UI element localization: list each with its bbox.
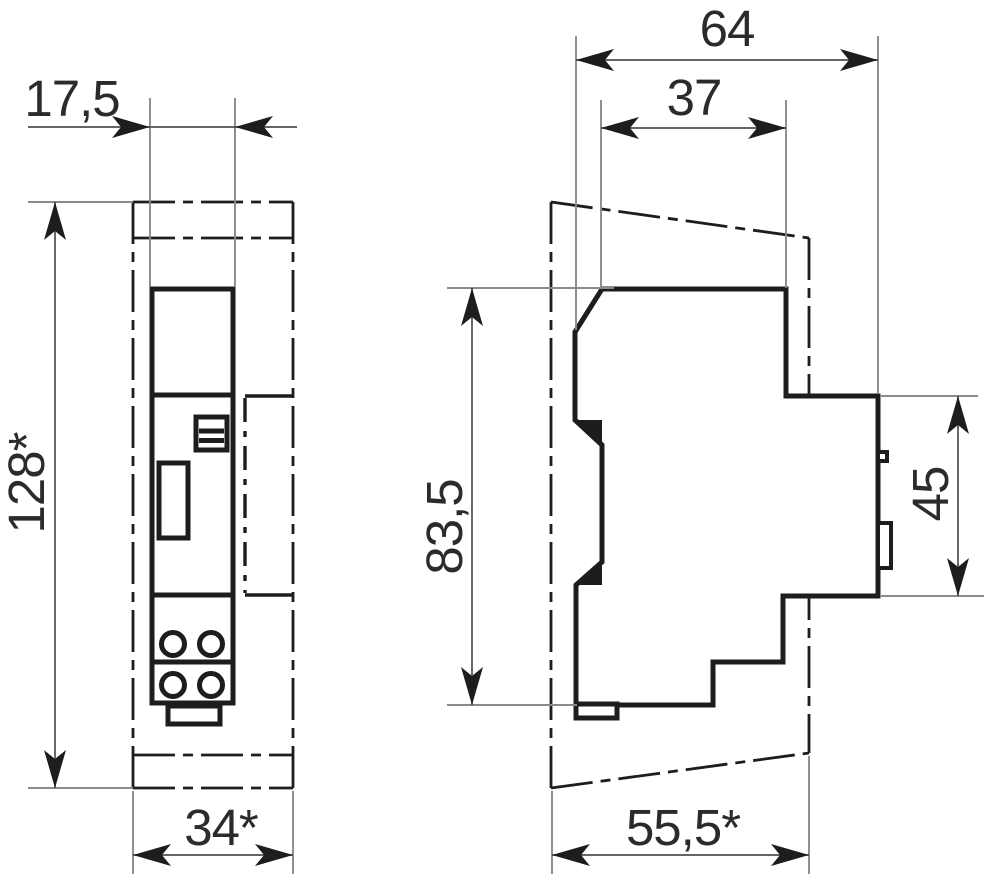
envelope-bottom-slant bbox=[550, 751, 810, 790]
front-envelope-outline bbox=[131, 200, 295, 790]
dimension-front-width: 17,5 bbox=[24, 70, 297, 287]
arrowhead-left bbox=[133, 844, 171, 866]
dim-label-side-bottom-depth: 55,5* bbox=[626, 799, 741, 856]
front-face-terminal bbox=[876, 521, 893, 570]
envelope-top-slant bbox=[550, 200, 810, 240]
arrowhead-left bbox=[576, 49, 614, 71]
front-face-bump bbox=[876, 450, 889, 463]
terminal-screw-bottom-right bbox=[197, 671, 225, 699]
dimension-side-depth-upper: 37 bbox=[600, 69, 787, 288]
dim-label-front-height: 128* bbox=[0, 431, 55, 533]
arrowhead-right bbox=[840, 49, 878, 71]
rail-lip-upper bbox=[575, 420, 602, 445]
dim-label-front-bottom-width: 34* bbox=[184, 799, 259, 856]
arrowhead-right bbox=[771, 844, 809, 866]
arrowhead-down bbox=[947, 558, 969, 596]
arrowhead-right bbox=[748, 117, 786, 139]
arrowhead-up bbox=[461, 288, 483, 326]
body-outline bbox=[572, 286, 881, 708]
dimension-front-height: 128* bbox=[0, 201, 133, 789]
arrowhead-left bbox=[601, 117, 639, 139]
vent-bar-2 bbox=[199, 438, 224, 443]
dim-label-side-body-height: 83,5 bbox=[416, 479, 473, 574]
arrowhead-right bbox=[112, 116, 150, 138]
rail-lip-lower bbox=[576, 562, 602, 585]
front-module-body bbox=[149, 286, 236, 727]
dimension-side-depth-total: 64 bbox=[575, 0, 879, 394]
label-window bbox=[156, 460, 191, 541]
arrowhead-up bbox=[947, 396, 969, 434]
dim-label-side-depth-total: 64 bbox=[700, 0, 755, 57]
dim-label-side-depth-upper: 37 bbox=[667, 69, 722, 126]
dimension-side-bottom-depth: 55,5* bbox=[551, 756, 810, 874]
arrowhead-left bbox=[235, 116, 273, 138]
side-view bbox=[549, 200, 893, 790]
arrowhead-down bbox=[461, 667, 483, 705]
side-body-profile bbox=[572, 286, 893, 721]
terminal-screw-bottom-left bbox=[159, 671, 187, 699]
front-handle-zone-outline bbox=[243, 394, 293, 597]
dimension-side-body-height: 83,5 bbox=[416, 287, 614, 706]
dimension-side-front-height: 45 bbox=[881, 395, 984, 597]
terminal-screw-top-left bbox=[159, 630, 187, 658]
arrowhead-down bbox=[44, 750, 66, 788]
arrowhead-left bbox=[552, 844, 590, 866]
din-foot-tab bbox=[165, 703, 223, 727]
bottom-foot bbox=[573, 701, 620, 721]
vent-bar-1 bbox=[199, 428, 224, 434]
arrowhead-right bbox=[255, 844, 293, 866]
terminal-screw-top-right bbox=[197, 630, 225, 658]
arrowhead-up bbox=[44, 202, 66, 240]
dim-label-side-front-height: 45 bbox=[902, 467, 959, 522]
front-view bbox=[131, 200, 295, 790]
dimension-front-bottom-width: 34* bbox=[132, 791, 294, 874]
dim-label-front-width: 17,5 bbox=[24, 70, 119, 127]
